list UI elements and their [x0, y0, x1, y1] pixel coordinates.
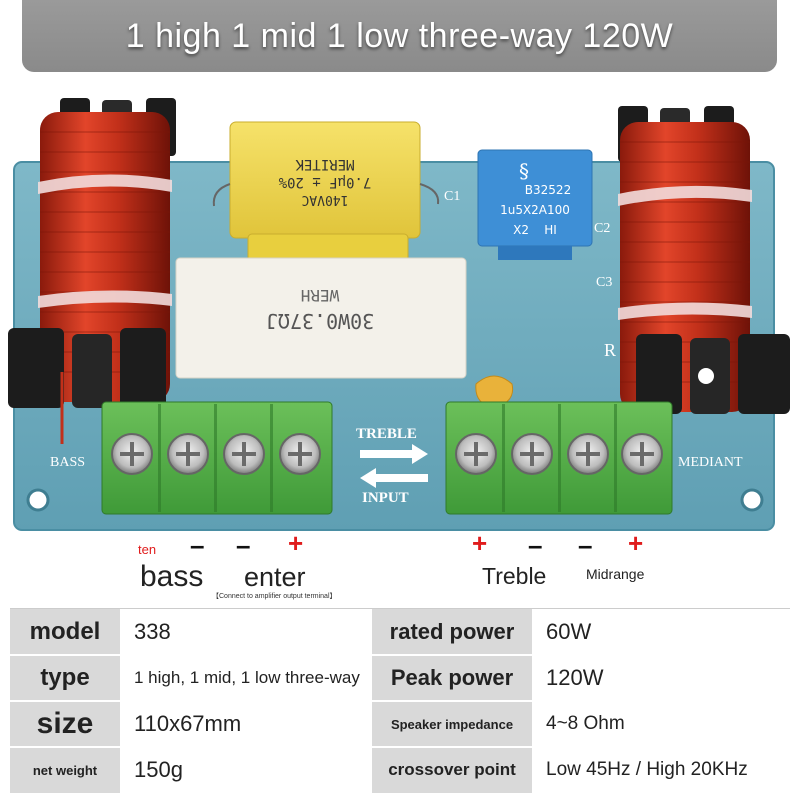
small-yellow-capacitor	[475, 375, 514, 409]
spec-value-right: Low 45Hz / High 20KHz	[532, 747, 790, 793]
spec-key-left: type	[10, 655, 120, 701]
silk-input: INPUT	[362, 490, 409, 506]
terminal-block-left	[101, 401, 333, 515]
resistor-line2: WERH	[301, 286, 340, 305]
inductor-right	[618, 106, 790, 414]
resistor-line1: 30W0.37ΩJ	[266, 309, 374, 333]
title-banner: 1 high 1 mid 1 low three-way 120W	[22, 0, 777, 72]
silk-treble: TREBLE	[356, 426, 417, 442]
enter-label: enter	[244, 562, 306, 592]
spec-key-left: net weight	[10, 747, 120, 793]
terminal-labels: ten – – + + – – + bass enter 【Connect to…	[0, 528, 800, 610]
enter-note: 【Connect to amplifier output terminal】	[212, 593, 337, 600]
blue-capacitor: § B32522 1u5X2A100 X2 HI	[477, 149, 593, 260]
input-arrow	[360, 468, 428, 488]
mount-hole-left	[26, 488, 50, 512]
spec-key-right: Peak power	[372, 655, 532, 701]
blue-cap-line1: B32522	[525, 183, 571, 197]
spec-key-right: crossover point	[372, 747, 532, 793]
right-sign-2: –	[528, 530, 543, 560]
title-text: 1 high 1 mid 1 low three-way 120W	[125, 16, 674, 55]
spec-value-left: 1 high, 1 mid, 1 low three-way	[120, 655, 372, 701]
spec-key-right: rated power	[372, 609, 532, 655]
spec-value-left: 150g	[120, 747, 372, 793]
bass-label: bass	[140, 560, 204, 593]
spec-value-left: 338	[120, 609, 372, 655]
blue-cap-line3: X2 HI	[513, 223, 557, 237]
right-sign-3: –	[578, 530, 593, 560]
spec-row-divider	[10, 746, 790, 748]
silk-c3: C3	[596, 275, 612, 290]
spec-key-left: model	[10, 609, 120, 655]
spec-key-left: size	[10, 701, 120, 747]
terminal-block-right	[445, 401, 673, 515]
left-sign-1: ten	[138, 542, 157, 557]
board-illustration: C1 C2 C3 R TREBLE INPUT BASS MEDIANT	[8, 98, 790, 531]
silk-c1: C1	[444, 189, 460, 204]
silk-mediant: MEDIANT	[678, 455, 743, 470]
silk-bass: BASS	[50, 455, 85, 470]
cement-resistor: 30W0.37ΩJ WERH	[175, 257, 467, 379]
treble-label: Treble	[482, 563, 547, 589]
mount-hole-right	[740, 488, 764, 512]
treble-arrow	[360, 444, 428, 464]
spec-row-divider	[10, 654, 790, 656]
spec-key-right: Speaker impedance	[372, 701, 532, 747]
blue-cap-line2: 1u5X2A100	[500, 203, 570, 217]
right-sign-4: +	[628, 528, 644, 558]
blue-cap-logo: §	[519, 159, 529, 183]
left-sign-2: –	[190, 530, 205, 560]
yellow-cap-line2: 7.0µF ± 20%	[278, 174, 371, 190]
spec-value-left: 110x67mm	[120, 701, 372, 747]
yellow-cap-line1: 140VAC	[302, 192, 349, 207]
inductor-left	[8, 98, 176, 444]
right-sign-1: +	[472, 528, 488, 558]
yellow-cap-line3: MERITEK	[295, 156, 355, 172]
spec-value-right: 120W	[532, 655, 790, 701]
silk-r: R	[604, 340, 616, 360]
midrange-label: Midrange	[586, 566, 645, 582]
silk-c2: C2	[594, 221, 610, 236]
left-sign-3: –	[236, 530, 251, 560]
spec-value-right: 60W	[532, 609, 790, 655]
spec-row-divider	[10, 700, 790, 702]
crossover-board-photo: C1 C2 C3 R TREBLE INPUT BASS MEDIANT	[0, 72, 800, 542]
spec-value-right: 4~8 Ohm	[532, 701, 790, 747]
left-sign-4: +	[288, 528, 304, 558]
